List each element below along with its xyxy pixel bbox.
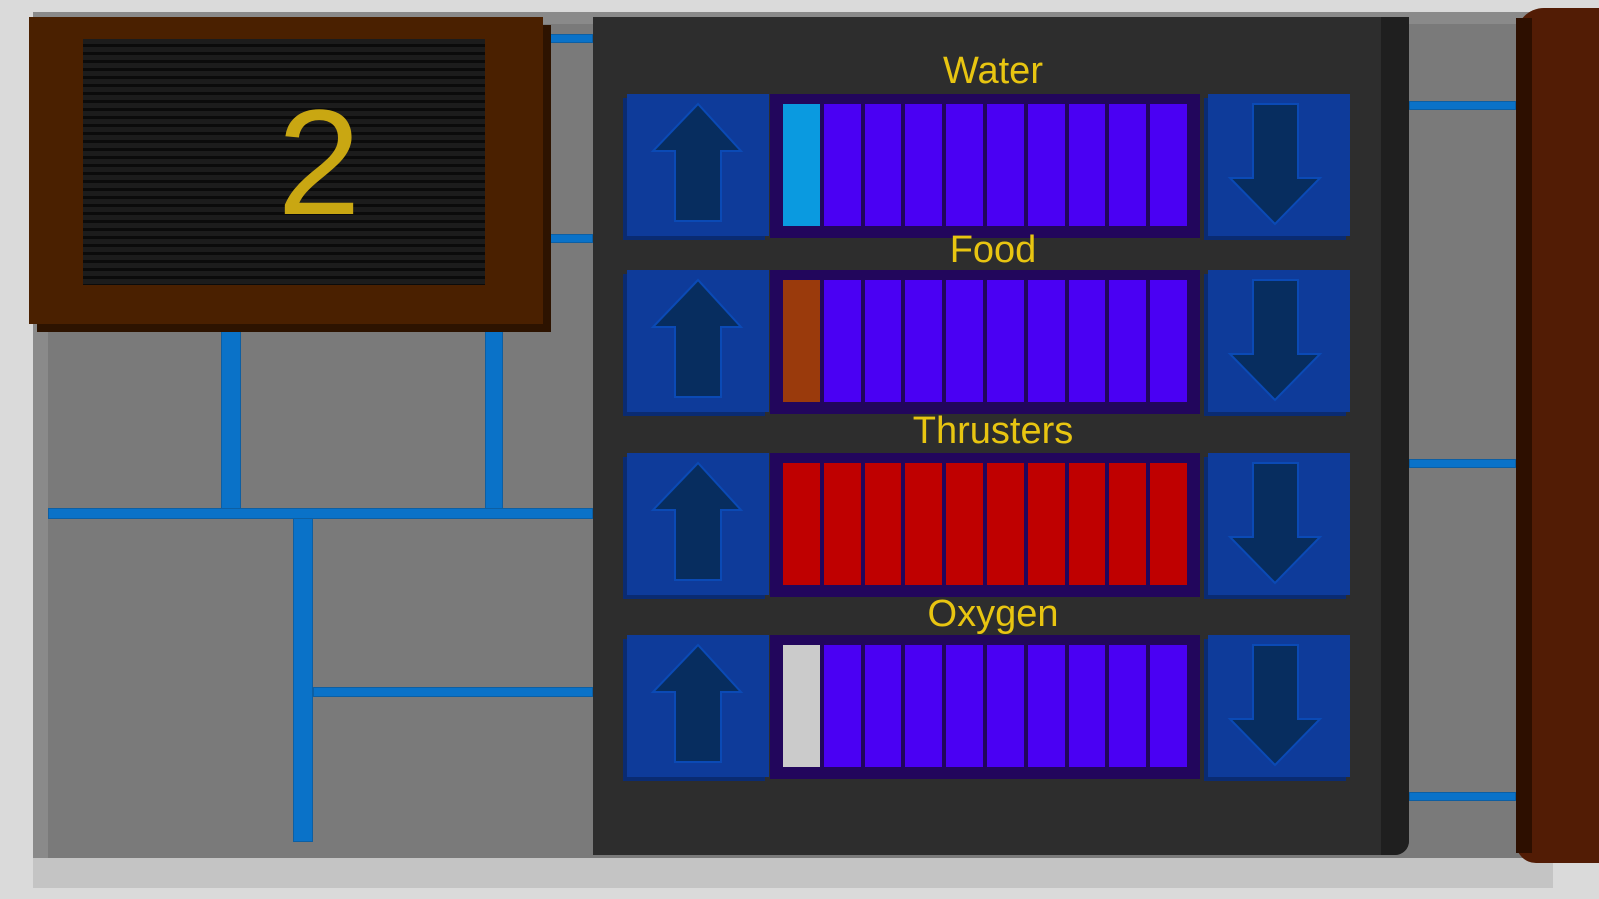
thrusters-meter-segment — [1109, 463, 1147, 585]
thrusters-meter-segment — [946, 463, 983, 585]
oxygen-meter-segment — [823, 645, 861, 767]
oxygen-meter-segment — [946, 645, 983, 767]
pipe — [221, 324, 241, 516]
thrusters-decrease-button[interactable] — [1208, 453, 1350, 595]
counter-sign: 2 — [29, 17, 543, 324]
pipe — [1409, 459, 1516, 468]
food-meter-segment — [1150, 280, 1187, 402]
water-meter-segment — [905, 104, 943, 226]
water-meter-segment — [864, 104, 902, 226]
oxygen-meter-segment — [905, 645, 943, 767]
water-label: Water — [943, 50, 1043, 92]
food-level-meter — [770, 270, 1200, 414]
pipe — [48, 508, 593, 519]
panel-edge — [1381, 17, 1409, 855]
oxygen-level-meter — [770, 635, 1200, 779]
counter-screen: 2 — [83, 39, 485, 285]
oxygen-decrease-button[interactable] — [1208, 635, 1350, 777]
food-increase-button[interactable] — [627, 270, 769, 412]
food-label: Food — [949, 229, 1037, 271]
oxygen-meter-segment — [1150, 645, 1187, 767]
thrusters-meter-segment — [823, 463, 861, 585]
arrow-up-icon — [650, 461, 744, 581]
arrow-down-icon — [1227, 644, 1323, 767]
water-level-meter — [770, 94, 1200, 238]
door-shadow — [1516, 18, 1532, 853]
pipe — [485, 324, 503, 516]
thrusters-meter-segment — [1027, 463, 1065, 585]
oxygen-increase-button[interactable] — [627, 635, 769, 777]
food-meter-segment — [1027, 280, 1065, 402]
pipe — [1409, 101, 1516, 110]
thrusters-meter-segment — [1150, 463, 1187, 585]
water-meter-segment — [946, 104, 983, 226]
oxygen-label: Oxygen — [927, 593, 1059, 635]
food-meter-segment — [905, 280, 943, 402]
thrusters-meter-segment — [864, 463, 902, 585]
water-meter-segment — [987, 104, 1024, 226]
water-meter-segment — [1150, 104, 1187, 226]
arrow-down-icon — [1227, 279, 1323, 402]
water-increase-button[interactable] — [627, 94, 769, 236]
water-meter-segment — [1068, 104, 1106, 226]
pipe — [543, 234, 593, 243]
thrusters-meter-segment — [905, 463, 943, 585]
arrow-up-icon — [650, 643, 744, 763]
food-meter-segment — [1068, 280, 1106, 402]
food-meter-segment — [987, 280, 1024, 402]
oxygen-meter-segment — [987, 645, 1024, 767]
food-meter-segment — [823, 280, 861, 402]
pipe — [1409, 792, 1516, 801]
food-decrease-button[interactable] — [1208, 270, 1350, 412]
water-meter-segment — [1027, 104, 1065, 226]
food-meter-segment — [1109, 280, 1147, 402]
food-meter-segment — [946, 280, 983, 402]
arrow-down-icon — [1227, 462, 1323, 585]
oxygen-meter-segment — [1027, 645, 1065, 767]
thrusters-level-meter — [770, 453, 1200, 597]
thrusters-meter-segment — [987, 463, 1024, 585]
thrusters-increase-button[interactable] — [627, 453, 769, 595]
thrusters-label: Thrusters — [912, 410, 1074, 452]
oxygen-meter-segment — [1109, 645, 1147, 767]
arrow-up-icon — [650, 278, 744, 398]
oxygen-meter-segment — [864, 645, 902, 767]
pipe — [313, 687, 593, 697]
counter-value: 2 — [277, 78, 361, 246]
oxygen-meter-segment — [1068, 645, 1106, 767]
pipe — [543, 34, 593, 43]
oxygen-meter-segment — [783, 645, 820, 767]
water-meter-segment — [783, 104, 820, 226]
water-decrease-button[interactable] — [1208, 94, 1350, 236]
floor — [33, 858, 1553, 888]
arrow-down-icon — [1227, 103, 1323, 226]
water-meter-segment — [1109, 104, 1147, 226]
thrusters-meter-segment — [1068, 463, 1106, 585]
water-meter-segment — [823, 104, 861, 226]
arrow-up-icon — [650, 102, 744, 222]
food-meter-segment — [864, 280, 902, 402]
thrusters-meter-segment — [783, 463, 820, 585]
pipe — [293, 518, 313, 842]
food-meter-segment — [783, 280, 820, 402]
